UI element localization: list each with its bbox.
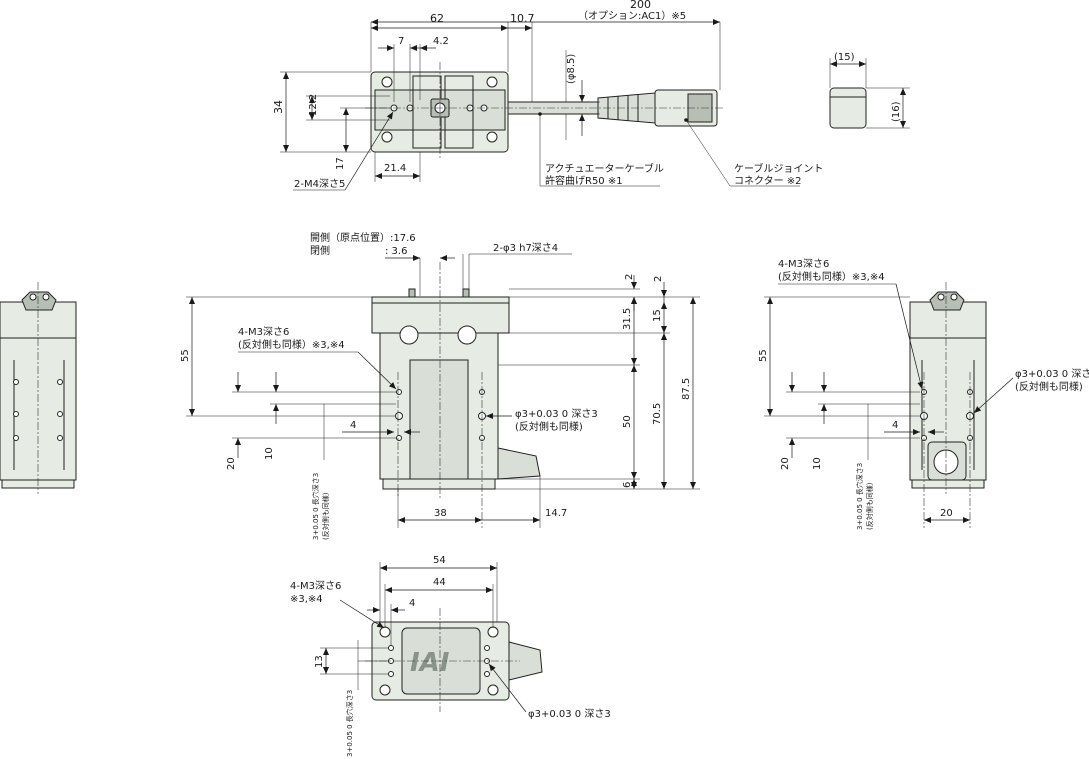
dim-20-right: 20 [780,457,791,470]
dim-14-7: 14.7 [545,508,567,519]
dim-21-4: 21.4 [384,163,406,174]
dim-62: 62 [430,12,444,25]
dim-55-right: 55 [758,349,769,362]
dim-10-7: 10.7 [510,12,535,25]
phi-label-front: φ3+0.03 0 深さ3 [515,408,598,420]
left-view [0,282,77,494]
front-view-finger-block [371,296,510,334]
dim-2a: 2 [624,274,635,280]
dim-13: 13 [314,655,325,668]
pin-label: 2-φ3 h7深さ4 [493,242,558,254]
bottom-m3-label-line1: 4-M3深さ6 [290,580,341,592]
phi-label-right-2: (反対側も同様) [1015,380,1083,393]
dim-70-5: 70.5 [652,403,663,425]
dim-50: 50 [622,415,633,428]
dim-7: 7 [398,36,404,47]
dim-phi8-5: (φ8.5) [566,54,577,84]
dim-54: 54 [433,555,446,566]
dim-12-2: 12.2 [308,94,319,116]
dim-15-front: 15 [652,309,663,322]
dim-20-front: 20 [226,457,237,470]
right-slot-label-line1: 3+0.05 0 長穴深さ3 [855,463,864,530]
slot-label-line1: 3+0.05 0 長穴深さ3 [311,473,320,540]
right-slot-label-line2: (反対側も同様) [865,482,874,530]
right-m3-label-line1: 4-M3深さ6 [778,258,829,270]
dim-200: 200 [630,0,651,11]
dim-10-right: 10 [812,457,823,470]
slot-label-line2: (反対側も同様) [321,492,330,540]
dim-4-2: 4.2 [433,36,449,47]
dim-2b: 2 [653,276,664,282]
connector-label-line2: コネクター ※2 [734,175,802,187]
bottom-slot-label: 3+0.05 0 長穴深さ3 [345,690,354,757]
dim-4-front: 4 [350,420,356,431]
dim-15-connector: (15) [834,52,855,63]
phi-label-front-2: (反対側も同様) [515,420,583,433]
cable-label-line2: 許容曲げR50 ※1 [545,174,623,187]
iai-logo: IAI [410,648,450,678]
bottom-view: IAI 54 44 4 4-M3深さ6 ※3,※4 13 3+0.05 0 長穴… [290,555,611,757]
dim-10-front: 10 [264,447,275,460]
dim-38: 38 [434,508,447,519]
top-view: 62 10.7 200 （オプション:AC1）※5 7 4.2 34 12.2 … [272,0,823,191]
close-side-label: 閉側 [310,244,330,257]
front-finger-hole-right [457,325,477,345]
m3-label-line2: (反対側も同様）※3,※4 [238,338,345,351]
dim-44: 44 [433,577,446,588]
connector-body [829,87,867,129]
cable-label-line1: アクチュエーターケーブル [545,162,664,175]
dim-17: 17 [335,157,346,170]
close-side-value: : 3.6 [385,246,407,257]
bottom-m3-label-line2: ※3,※4 [290,594,323,605]
dim-200-note: （オプション:AC1）※5 [578,10,686,22]
dim-55-front: 55 [180,349,191,362]
dim-16-connector: (16) [891,101,902,122]
dim-6: 6 [622,482,633,488]
connector-view: (15) (16) [829,52,910,129]
dim-4-right: 4 [892,420,898,431]
front-finger-hole-left [399,325,419,345]
dim-87-5: 87.5 [681,378,692,400]
phi-label-right: φ3+0.03 0 深さ3 [1015,368,1089,380]
right-view: 4-M3深さ6 (反対側も同様）※3,※4 55 φ3+0.03 0 深さ3 (… [758,258,1089,530]
dim-31-5: 31.5 [622,308,633,330]
label-m4-tap: 2-M4深さ5 [294,178,345,190]
dim-4-bottom: 4 [409,598,415,609]
connector-label-line1: ケーブルジョイント [734,162,823,175]
open-side-label: 開側（原点位置）:17.6 [310,231,416,244]
front-view: 開側（原点位置）:17.6 閉側 : 3.6 2-φ3 h7深さ4 2 2 31… [180,231,700,540]
dim-20b-right: 20 [940,508,953,519]
dim-34: 34 [272,100,285,114]
bottom-phi-label: φ3+0.03 0 深さ3 [528,708,611,720]
m3-label-line1: 4-M3深さ6 [238,326,289,338]
right-m3-label-line2: (反対側も同様）※3,※4 [778,270,885,283]
